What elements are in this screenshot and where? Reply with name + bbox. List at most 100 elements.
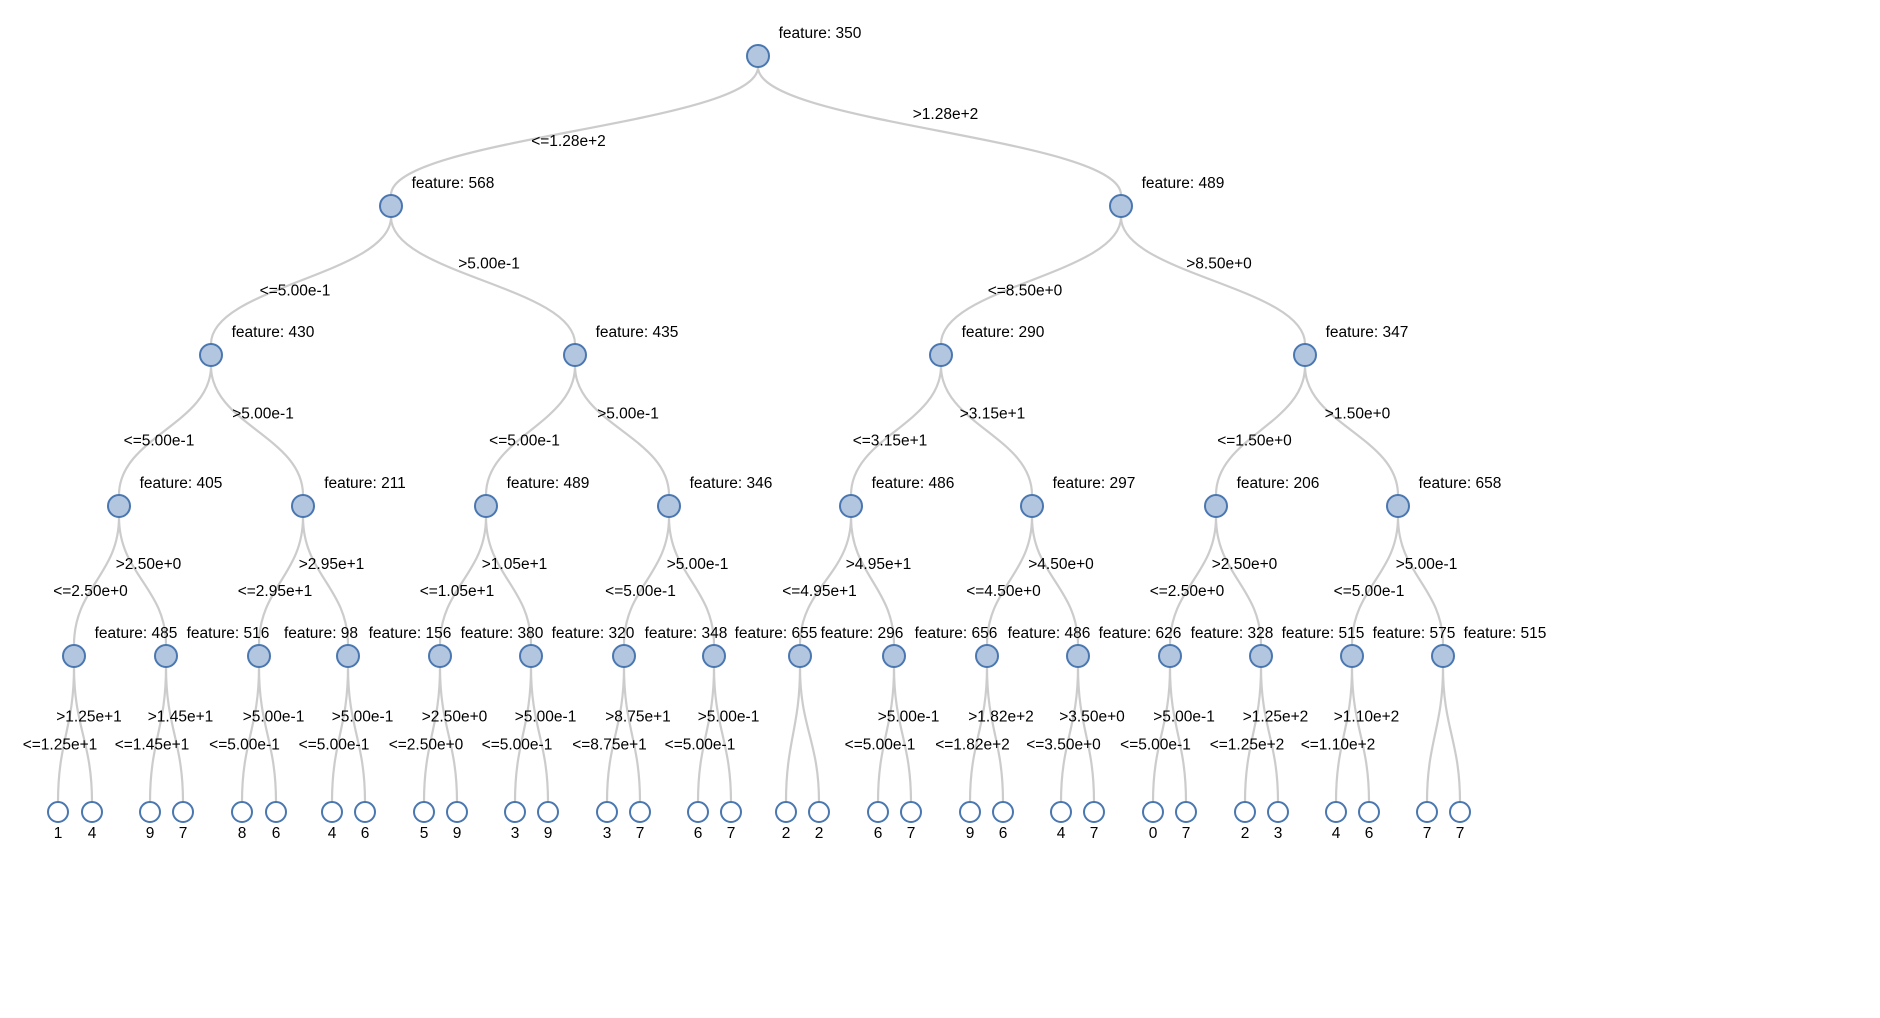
decision-node[interactable]: [1386, 494, 1410, 518]
node-feature-label: feature: 655: [735, 625, 818, 642]
leaf-node[interactable]: [354, 801, 376, 823]
leaf-node[interactable]: [720, 801, 742, 823]
leaf-node[interactable]: [629, 801, 651, 823]
leaf-node[interactable]: [1449, 801, 1471, 823]
leaf-node[interactable]: [446, 801, 468, 823]
tree-edge: [330, 665, 350, 804]
decision-node[interactable]: [563, 343, 587, 367]
node-feature-label: feature: 656: [915, 625, 998, 642]
leaf-node[interactable]: [81, 801, 103, 823]
leaf-value-label: 6: [694, 825, 703, 842]
decision-node[interactable]: [1158, 644, 1182, 668]
tree-edge: [605, 665, 626, 804]
decision-node[interactable]: [746, 44, 770, 68]
leaf-node[interactable]: [867, 801, 889, 823]
decision-node[interactable]: [975, 644, 999, 668]
leaf-node[interactable]: [537, 801, 559, 823]
leaf-node[interactable]: [959, 801, 981, 823]
tree-edge: [164, 665, 185, 804]
leaf-node[interactable]: [172, 801, 194, 823]
decision-node[interactable]: [788, 644, 812, 668]
decision-node[interactable]: [882, 644, 906, 668]
tree-edge: [438, 665, 459, 804]
decision-node[interactable]: [291, 494, 315, 518]
leaf-value-label: 6: [874, 825, 883, 842]
edge-label-left: <=1.28e+2: [531, 133, 606, 150]
decision-node[interactable]: [702, 644, 726, 668]
edge-label-left: <=1.05e+1: [420, 583, 495, 600]
leaf-node[interactable]: [992, 801, 1014, 823]
edge-label-left: <=5.00e-1: [124, 433, 195, 450]
decision-node[interactable]: [1431, 644, 1455, 668]
decision-node[interactable]: [1109, 194, 1133, 218]
leaf-node[interactable]: [687, 801, 709, 823]
leaf-node[interactable]: [596, 801, 618, 823]
node-feature-label: feature: 350: [779, 25, 862, 42]
leaf-node[interactable]: [1175, 801, 1197, 823]
node-feature-label: feature: 320: [552, 625, 635, 642]
decision-node[interactable]: [474, 494, 498, 518]
edge-label-right: >5.00e-1: [667, 556, 729, 573]
decision-node[interactable]: [1249, 644, 1273, 668]
decision-node[interactable]: [62, 644, 86, 668]
leaf-node[interactable]: [900, 801, 922, 823]
decision-node[interactable]: [1204, 494, 1228, 518]
decision-node[interactable]: [612, 644, 636, 668]
leaf-node[interactable]: [1325, 801, 1347, 823]
decision-node[interactable]: [1066, 644, 1090, 668]
tree-edge: [712, 665, 733, 804]
decision-node[interactable]: [1293, 343, 1317, 367]
leaf-value-label: 3: [511, 825, 520, 842]
decision-node[interactable]: [379, 194, 403, 218]
leaf-value-label: 1: [54, 825, 63, 842]
node-feature-label: feature: 211: [324, 475, 406, 492]
edge-label-right: >1.25e+1: [56, 709, 122, 726]
leaf-node[interactable]: [1358, 801, 1380, 823]
decision-node[interactable]: [107, 494, 131, 518]
decision-node[interactable]: [247, 644, 271, 668]
node-feature-label: feature: 405: [140, 475, 223, 492]
leaf-node[interactable]: [1267, 801, 1289, 823]
decision-node[interactable]: [428, 644, 452, 668]
tree-edge: [1076, 665, 1096, 804]
node-feature-label: feature: 489: [1142, 175, 1225, 192]
tree-edge: [148, 665, 168, 804]
tree-edge: [529, 665, 550, 804]
leaf-node[interactable]: [321, 801, 343, 823]
leaf-value-label: 2: [815, 825, 824, 842]
node-feature-label: feature: 290: [962, 324, 1045, 341]
leaf-node[interactable]: [1234, 801, 1256, 823]
leaf-node[interactable]: [1050, 801, 1072, 823]
decision-node[interactable]: [839, 494, 863, 518]
decision-node[interactable]: [199, 343, 223, 367]
leaf-node[interactable]: [265, 801, 287, 823]
tree-edge: [209, 364, 305, 497]
decision-node[interactable]: [1340, 644, 1364, 668]
leaf-node[interactable]: [47, 801, 69, 823]
leaf-node[interactable]: [775, 801, 797, 823]
edge-label-left: <=1.25e+1: [23, 737, 98, 754]
leaf-node[interactable]: [1142, 801, 1164, 823]
decision-node[interactable]: [336, 644, 360, 668]
node-feature-label: feature: 658: [1419, 475, 1502, 492]
edge-label-right: >2.50e+0: [422, 709, 488, 726]
leaf-node[interactable]: [139, 801, 161, 823]
tree-edge: [72, 515, 121, 647]
leaf-node[interactable]: [504, 801, 526, 823]
decision-node[interactable]: [519, 644, 543, 668]
tree-edge: [985, 665, 1005, 804]
decision-node[interactable]: [154, 644, 178, 668]
leaf-node[interactable]: [413, 801, 435, 823]
decision-node[interactable]: [929, 343, 953, 367]
leaf-node[interactable]: [231, 801, 253, 823]
leaf-node[interactable]: [1083, 801, 1105, 823]
decision-node[interactable]: [1020, 494, 1044, 518]
decision-node[interactable]: [657, 494, 681, 518]
leaf-node[interactable]: [808, 801, 830, 823]
edge-label-left: <=1.10e+2: [1301, 737, 1376, 754]
leaf-node[interactable]: [1416, 801, 1438, 823]
leaf-value-label: 5: [420, 825, 429, 842]
edge-label-left: <=1.25e+2: [1210, 737, 1285, 754]
leaf-value-label: 4: [1057, 825, 1066, 842]
